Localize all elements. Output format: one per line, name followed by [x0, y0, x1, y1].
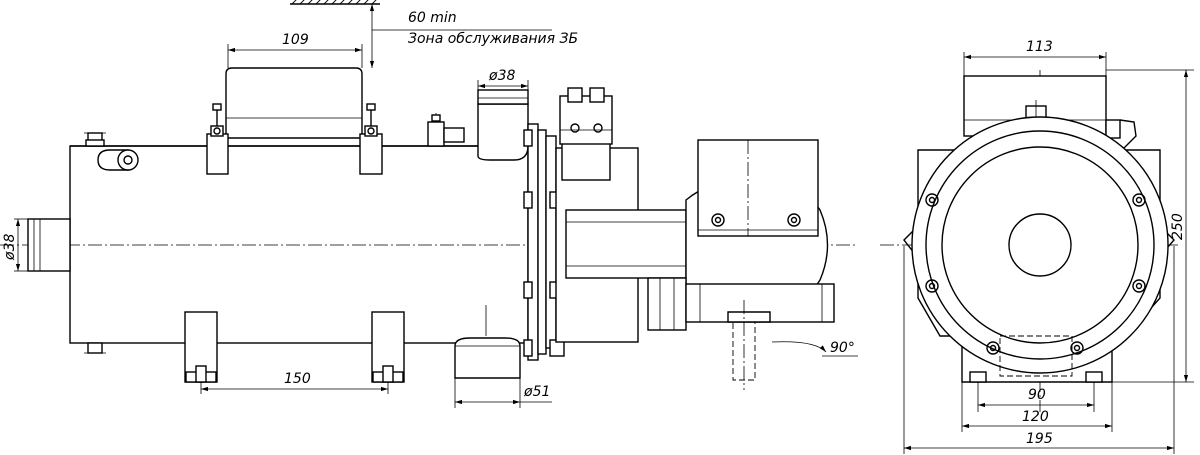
end-top-width-label: 113	[1026, 39, 1053, 55]
top-fitting	[427, 113, 465, 147]
service-clearance-label: 60 min	[408, 10, 457, 26]
bolt-nut	[787, 213, 801, 227]
end-outer-circle	[911, 116, 1169, 374]
exhaust-elbow	[647, 277, 835, 390]
top-left-bolt	[84, 132, 106, 147]
dimension-angle: 90°	[822, 340, 858, 357]
outlet-angle-label: 90°	[830, 340, 855, 356]
end-overall-width-label: 195	[1026, 431, 1053, 447]
bolt-nut	[711, 213, 725, 227]
dimension-250: 250	[1106, 69, 1194, 383]
dimension-left-inlet: ø38	[2, 218, 28, 272]
top-clamp-pipe	[559, 87, 613, 181]
dimension-113: 113	[963, 39, 1107, 76]
left-foot	[184, 311, 218, 383]
dimension-120: 120	[961, 382, 1113, 432]
bottom-outlet-pipe	[454, 305, 521, 379]
dimension-outlet: ø51	[454, 378, 552, 408]
dimension-150: 150	[200, 371, 389, 394]
end-bolt	[1132, 193, 1146, 207]
end-height-label: 250	[1170, 213, 1186, 240]
end-bolt	[925, 193, 939, 207]
box-width-label: 109	[282, 32, 309, 48]
dimension-109: 109	[227, 32, 363, 68]
dimension-top-inlet: ø38	[477, 68, 529, 90]
end-view: 113 250 90 120 195	[880, 39, 1194, 454]
end-bolt	[1132, 279, 1146, 293]
blower	[685, 139, 829, 313]
dimension-195: 195	[903, 246, 1175, 454]
end-bolt	[925, 279, 939, 293]
end-inlet-circle	[1008, 213, 1072, 277]
top-inlet-pipe	[477, 89, 529, 161]
side-view: 109 60 min Зона обслуживания ЗБ	[0, 0, 858, 408]
service-zone-note: 60 min Зона обслуживания ЗБ	[290, 0, 578, 68]
top-inlet-diameter-label: ø38	[488, 68, 515, 84]
bottom-left-bolt	[84, 342, 106, 354]
mount-spacing-label: 150	[284, 371, 311, 387]
eye-bolt	[97, 149, 139, 171]
end-bolt-spacing-label: 90	[1028, 387, 1046, 403]
right-foot	[371, 311, 405, 383]
end-bolt	[1070, 341, 1084, 355]
end-foot-spacing-label: 120	[1022, 409, 1049, 425]
service-zone-label: Зона обслуживания ЗБ	[408, 31, 578, 47]
left-inlet-pipe	[27, 218, 71, 272]
hatch-mark	[291, 0, 377, 5]
left-inlet-diameter-label: ø38	[2, 234, 18, 261]
outlet-diameter-label: ø51	[523, 384, 550, 400]
dimension-90: 90	[977, 382, 1095, 412]
end-bolt	[986, 341, 1000, 355]
main-body	[69, 145, 529, 344]
control-box	[206, 67, 383, 175]
